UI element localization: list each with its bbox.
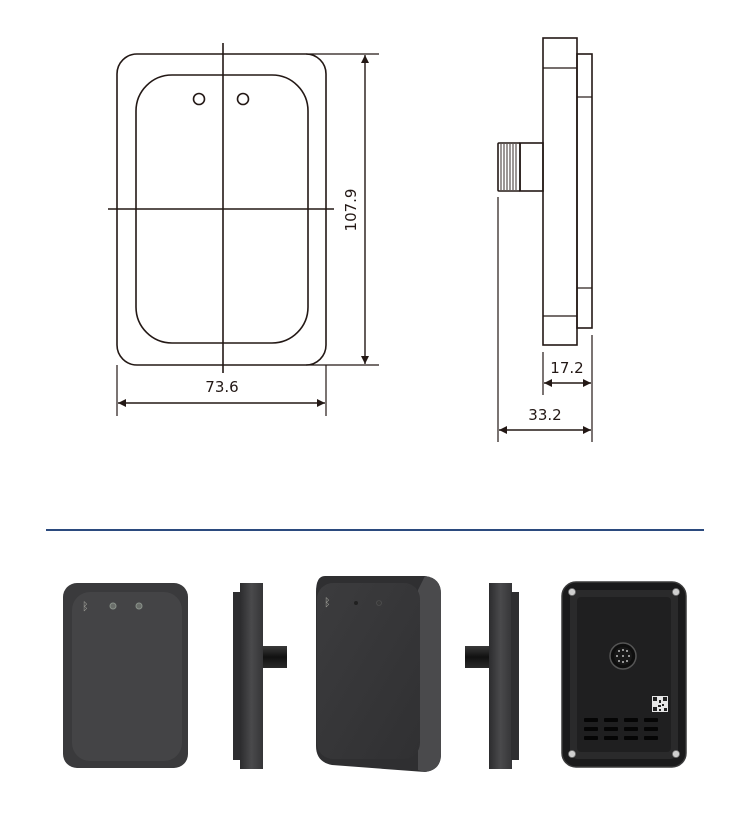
front-view [108,43,379,416]
screw [672,588,680,596]
photo-front: ᛒ [63,583,188,768]
height-label: 107.9 [342,189,360,232]
side-back-plate [576,53,593,329]
photo-left-side [233,583,287,769]
led-indicator [135,602,143,610]
connector-thread-lines [500,144,517,190]
connector-thread [497,142,521,192]
led-indicator [354,601,358,605]
photo-right-side [465,583,519,769]
photo-back [561,581,687,768]
led-indicator [109,602,117,610]
circular-connector-icon [609,642,637,670]
technical-drawing: 107.9 73.6 17.2 33.2 [108,37,593,442]
connector-base [519,142,544,192]
led-hole-right [236,92,250,106]
vent-slots [584,718,658,740]
body-depth-label: 17.2 [550,359,583,377]
screw [568,750,576,758]
side-view [497,37,593,442]
bluetooth-icon: ᛒ [324,596,331,609]
screw [672,750,680,758]
qr-code-icon [652,696,668,712]
photo-perspective: ᛒ [316,576,441,772]
side-body [542,37,578,346]
total-depth-label: 33.2 [528,406,561,424]
product-photos: ᛒ ᛒ [63,576,687,772]
section-divider [46,529,704,531]
screw [568,588,576,596]
led-hole-left [192,92,206,106]
led-indicator [376,600,382,606]
bluetooth-icon: ᛒ [82,600,89,613]
width-label: 73.6 [205,378,238,396]
